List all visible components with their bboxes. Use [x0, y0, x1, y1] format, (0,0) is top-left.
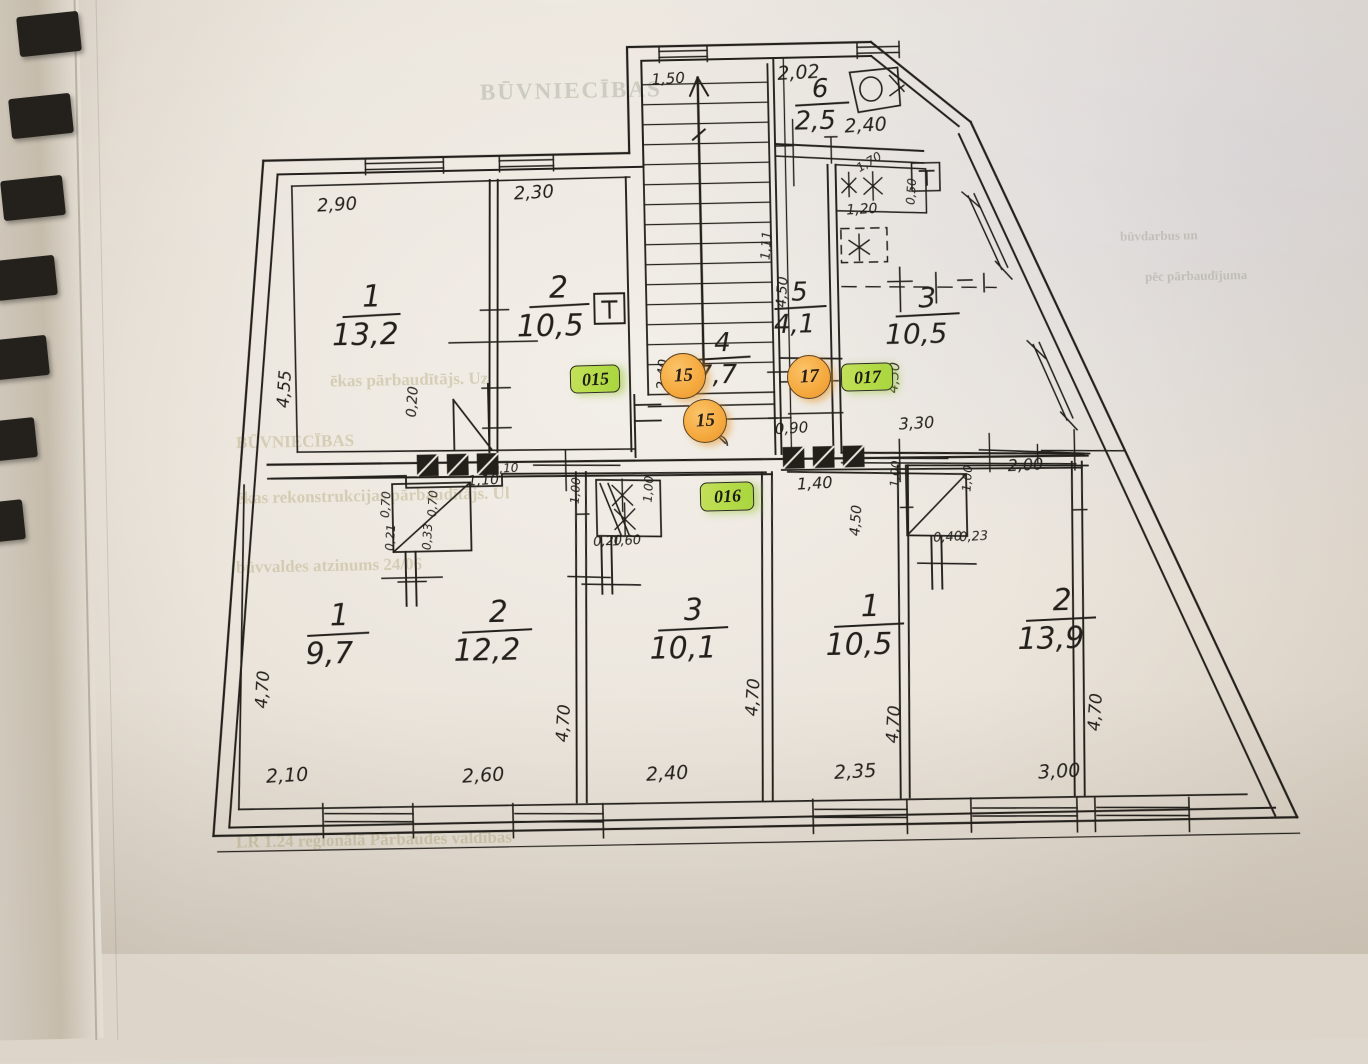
- svg-text:9,7: 9,7: [305, 636, 353, 672]
- svg-text:0,50: 0,50: [903, 177, 919, 205]
- svg-text:3,00: 3,00: [1037, 759, 1080, 783]
- svg-text:0,40: 0,40: [933, 529, 963, 546]
- svg-text:2,00: 2,00: [1007, 454, 1044, 475]
- svg-text:0,20: 0,20: [593, 533, 623, 550]
- orange-marker-label: 17: [798, 365, 820, 388]
- green-marker-label: 015: [580, 367, 610, 390]
- orange-marker-label: 15: [694, 409, 716, 432]
- orange-marker-15-upper[interactable]: 15: [660, 353, 706, 399]
- svg-text:3,30: 3,30: [898, 413, 935, 434]
- svg-text:2,90: 2,90: [316, 193, 357, 216]
- svg-text:2: 2: [549, 270, 569, 305]
- svg-text:10,5: 10,5: [825, 627, 893, 663]
- svg-text:4,55: 4,55: [274, 369, 296, 408]
- svg-text:10,5: 10,5: [516, 308, 584, 344]
- svg-text:1,70: 1,70: [854, 149, 884, 175]
- green-marker-label: 017: [852, 365, 882, 388]
- svg-text:1,00: 1,00: [887, 460, 903, 488]
- svg-text:1,60: 1,60: [612, 533, 642, 550]
- svg-text:1: 1: [362, 279, 382, 314]
- svg-text:13,9: 13,9: [1017, 621, 1085, 657]
- orange-marker-label: 15: [672, 364, 694, 387]
- svg-text:0,10: 0,10: [491, 461, 519, 476]
- green-marker-label: 016: [712, 485, 742, 507]
- green-marker-016[interactable]: 016: [699, 481, 755, 512]
- svg-text:0,21: 0,21: [383, 524, 399, 552]
- svg-text:3: 3: [918, 281, 937, 314]
- svg-text:0,23: 0,23: [959, 529, 989, 546]
- svg-text:1,00: 1,00: [641, 475, 657, 503]
- svg-text:4,70: 4,70: [553, 704, 575, 743]
- svg-text:1: 1: [860, 589, 880, 624]
- floor-plan-drawing: 1 13,2 2 10,5 4 7,7 5: [212, 40, 1301, 853]
- svg-text:6: 6: [812, 74, 829, 104]
- svg-text:4,70: 4,70: [252, 670, 274, 709]
- svg-text:5: 5: [791, 277, 808, 307]
- green-marker-015[interactable]: 015: [569, 364, 621, 394]
- svg-text:2,40: 2,40: [645, 762, 688, 786]
- svg-text:1,50: 1,50: [651, 69, 685, 89]
- svg-text:4,70: 4,70: [1084, 693, 1106, 732]
- svg-text:2,10: 2,10: [265, 763, 308, 787]
- svg-text:2,02: 2,02: [777, 61, 820, 85]
- orange-marker-15-lower[interactable]: 15: [683, 399, 727, 443]
- svg-text:0,20: 0,20: [404, 386, 422, 418]
- svg-text:10,5: 10,5: [885, 316, 948, 350]
- svg-text:2,60: 2,60: [461, 763, 504, 787]
- svg-text:0,90: 0,90: [774, 418, 808, 438]
- svg-text:4,70: 4,70: [742, 678, 764, 717]
- svg-text:1,00: 1,00: [959, 464, 975, 492]
- svg-text:0,70: 0,70: [425, 489, 441, 517]
- svg-text:4,1: 4,1: [774, 309, 816, 340]
- svg-text:1,40: 1,40: [796, 473, 833, 494]
- green-marker-017[interactable]: 017: [840, 362, 894, 392]
- svg-text:4,50: 4,50: [847, 504, 865, 536]
- svg-text:0,70: 0,70: [378, 490, 394, 518]
- svg-text:4,50: 4,50: [774, 276, 792, 308]
- svg-text:2,40: 2,40: [844, 113, 887, 137]
- svg-text:0,33: 0,33: [420, 523, 436, 551]
- svg-text:1,00: 1,00: [568, 476, 584, 504]
- svg-text:1,10: 1,10: [467, 472, 499, 490]
- svg-text:2,5: 2,5: [794, 106, 836, 137]
- svg-text:4,70: 4,70: [883, 705, 905, 744]
- svg-text:1: 1: [329, 598, 349, 633]
- svg-text:1,20: 1,20: [846, 201, 878, 219]
- svg-text:3: 3: [683, 593, 703, 628]
- svg-text:1,11: 1,11: [759, 231, 776, 261]
- svg-text:10,1: 10,1: [649, 630, 717, 666]
- orange-marker-17[interactable]: 17: [787, 355, 831, 399]
- svg-text:4: 4: [714, 328, 731, 358]
- svg-text:2: 2: [488, 595, 508, 630]
- svg-text:2,30: 2,30: [513, 181, 554, 204]
- svg-text:2,35: 2,35: [833, 760, 876, 784]
- svg-text:2: 2: [1052, 583, 1072, 618]
- svg-text:13,2: 13,2: [332, 317, 400, 353]
- svg-text:12,2: 12,2: [453, 632, 521, 668]
